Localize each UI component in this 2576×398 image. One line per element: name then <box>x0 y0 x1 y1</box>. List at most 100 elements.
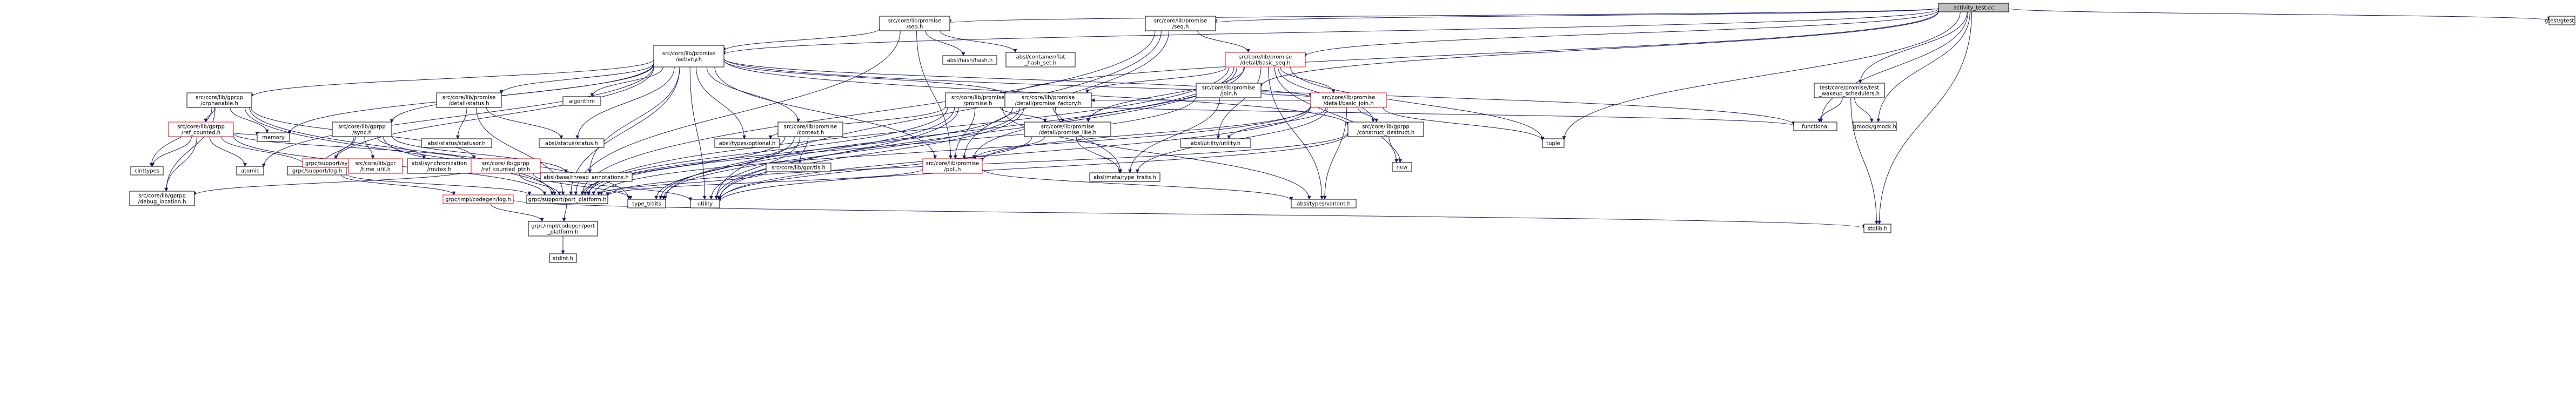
node-label-promise-0: src/core/lib/promise <box>951 95 1005 101</box>
node-context[interactable]: src/core/lib/promise/context.h <box>777 122 843 137</box>
node-promise_factory[interactable]: src/core/lib/promise/detail/promise_fact… <box>1004 92 1092 108</box>
node-tuple[interactable]: tuple <box>1542 138 1565 148</box>
node-label-mutex-1: /mutex.h <box>427 167 452 173</box>
node-box-algorithm <box>562 96 601 106</box>
node-gtest[interactable]: gtest/gtest.h <box>2545 16 2576 25</box>
node-grpc_log[interactable]: grpc/support/log.h <box>287 166 347 176</box>
node-functional[interactable]: functional <box>1793 122 1837 131</box>
node-algorithm[interactable]: algorithm <box>562 96 601 106</box>
node-box-promise_factory <box>1004 92 1092 108</box>
node-label-basic_seq-0: src/core/lib/promise <box>1239 55 1292 60</box>
edge-activity-to-thread_annotations <box>588 66 680 173</box>
node-seq[interactable]: src/core/lib/promise/seq.h <box>1145 16 1216 31</box>
node-ref_counted_ptr[interactable]: src/core/lib/gprpp/ref_counted_ptr.h <box>471 158 541 174</box>
node-activity[interactable]: src/core/lib/promise/activity.h <box>653 45 725 68</box>
edge-leaf_set-to-port_platform <box>574 30 901 195</box>
edge-codegen_log-to-codegen_port <box>490 203 544 222</box>
node-mutex[interactable]: absl/synchronization/mutex.h <box>407 158 472 174</box>
node-cinttypes[interactable]: cinttypes <box>130 166 164 176</box>
node-label-type_traits-0: type_traits <box>632 201 661 207</box>
node-label-type_traits_meta-0: absl/meta/type_traits.h <box>1094 175 1156 181</box>
node-construct_destruct[interactable]: src/core/lib/gprpp/construct_destruct.h <box>1347 122 1424 137</box>
node-leaf_set[interactable]: src/core/lib/promise/seq.h <box>879 16 950 31</box>
node-codegen_port[interactable]: grpc/impl/codegen/port_platform.h <box>528 221 598 237</box>
node-label-promise-1: /promise.h <box>963 101 992 107</box>
node-box-new <box>1392 162 1412 172</box>
node-atomic[interactable]: atomic <box>236 166 264 176</box>
edge-promise-to-poll <box>953 107 976 159</box>
node-box-leaf_set <box>879 16 950 31</box>
node-label-activity_test-0: activity_test.cc <box>1953 5 1994 11</box>
node-activity_test[interactable]: activity_test.cc <box>1938 3 2009 12</box>
node-box-abs_utility <box>1180 138 1251 148</box>
node-basic_join[interactable]: src/core/lib/promise/detail/basic_join.h <box>1310 92 1387 108</box>
node-promise_like[interactable]: src/core/lib/promise/detail/promise_like… <box>1024 122 1111 137</box>
node-label-leaf_set-1: /seq.h <box>907 24 923 30</box>
node-hash[interactable]: absl/hash/hash.h <box>942 55 997 65</box>
node-sync[interactable]: src/core/lib/gprpp/sync.h <box>332 122 392 137</box>
node-tls[interactable]: src/core/lib/gpr/tls.h <box>766 163 831 172</box>
edge-detail_status-to-statusor <box>455 107 467 139</box>
edge-activity_test-to-leaf_set <box>948 8 1939 24</box>
node-orphanable[interactable]: src/core/lib/gprpp/orphanable.h <box>186 92 252 108</box>
node-time_util[interactable]: src/core/lib/gpr/time_util.h <box>348 158 403 174</box>
node-label-basic_join-0: src/core/lib/promise <box>1322 95 1376 101</box>
node-port_platform[interactable]: grpc/support/port_platform.h <box>526 194 608 204</box>
edge-seq-to-utility <box>714 30 1162 200</box>
node-memory[interactable]: memory <box>257 132 290 142</box>
node-flat_hash_set[interactable]: absl/container/flat_hash_set.h <box>1005 52 1076 68</box>
node-status[interactable]: absl/status/status.h <box>539 138 605 148</box>
edge-activity-to-grpc_log <box>329 66 654 167</box>
node-type_traits_meta[interactable]: absl/meta/type_traits.h <box>1089 172 1160 182</box>
edge-promise-to-utility <box>714 107 959 200</box>
node-box-ref_counted_ptr <box>471 158 541 174</box>
node-optional[interactable]: absl/types/optional.h <box>714 138 780 148</box>
edge-seq-to-basic_seq <box>1197 30 1250 53</box>
node-grpc_sync[interactable]: grpc/support/sync.h <box>302 158 363 168</box>
node-wakeup_sched[interactable]: test/core/promise/test_wakeup_schedulers… <box>1814 83 1885 98</box>
edge-ref_counted-to-grpc_log <box>221 136 307 167</box>
node-basic_seq[interactable]: src/core/lib/promise/detail/basic_seq.h <box>1225 52 1306 68</box>
node-statusor[interactable]: absl/status/statusor.h <box>421 138 492 148</box>
node-codegen_log[interactable]: grpc/impl/codegen/log.h <box>442 194 514 204</box>
node-stdlib[interactable]: stdlib.h <box>1863 224 1891 233</box>
node-label-join-0: src/core/lib/promise <box>1202 85 1256 91</box>
node-promise[interactable]: src/core/lib/promise/promise.h <box>945 92 1011 108</box>
node-label-basic_join-1: /detail/basic_join.h <box>1323 101 1373 107</box>
node-label-new-0: new <box>1397 165 1408 171</box>
edge-ref_counted_ptr-to-debug_location <box>192 169 472 196</box>
node-label-utility-0: utility <box>697 201 713 207</box>
node-stdint[interactable]: stdint.h <box>549 253 577 263</box>
node-box-status <box>539 138 605 148</box>
node-type_traits[interactable]: type_traits <box>627 199 666 208</box>
node-abs_utility[interactable]: absl/utility/utility.h <box>1180 138 1251 148</box>
node-join[interactable]: src/core/lib/promise/join.h <box>1196 83 1262 98</box>
node-debug_location[interactable]: src/core/lib/gprpp/debug_location.h <box>129 191 195 206</box>
node-label-status-0: absl/status/status.h <box>545 141 598 147</box>
edge-ref_counted-to-cinttypes <box>150 136 192 167</box>
node-box-promise <box>945 92 1011 108</box>
edge-activity_test-to-seq <box>1214 8 1939 23</box>
node-poll[interactable]: src/core/lib/promise/poll.h <box>922 158 983 174</box>
edge-promise_factory-to-utility <box>717 107 1024 200</box>
edge-grpc_log-to-codegen_log <box>341 174 456 195</box>
node-new[interactable]: new <box>1392 162 1412 172</box>
node-thread_annotations[interactable]: absl/base/thread_annotations.h <box>540 172 633 182</box>
edge-construct_destruct-to-utility <box>717 133 1349 203</box>
node-label-codegen_port-1: _platform.h <box>547 230 578 235</box>
node-label-orphanable-1: /orphanable.h <box>200 101 238 107</box>
header-nodes: activity_test.cc src/core/lib/promise/seq… <box>129 3 2576 263</box>
node-variant[interactable]: absl/types/variant.h <box>1291 199 1357 208</box>
node-detail_status[interactable]: src/core/lib/promise/detail/status.h <box>436 92 502 108</box>
node-ref_counted[interactable]: src/core/lib/gprpp/ref_counted.h <box>168 122 234 137</box>
node-utility[interactable]: utility <box>690 199 720 208</box>
edge-ref_counted_ptr-to-type_traits <box>533 173 633 200</box>
node-label-sync-0: src/core/lib/gprpp <box>338 124 386 130</box>
node-label-context-0: src/core/lib/promise <box>784 124 837 130</box>
edge-basic_seq-to-new <box>1274 66 1399 163</box>
node-label-optional-0: absl/types/optional.h <box>719 141 776 147</box>
node-label-poll-0: src/core/lib/promise <box>926 161 980 167</box>
node-gmock[interactable]: gmock/gmock.h <box>1853 122 1897 131</box>
node-box-tls <box>766 163 831 172</box>
